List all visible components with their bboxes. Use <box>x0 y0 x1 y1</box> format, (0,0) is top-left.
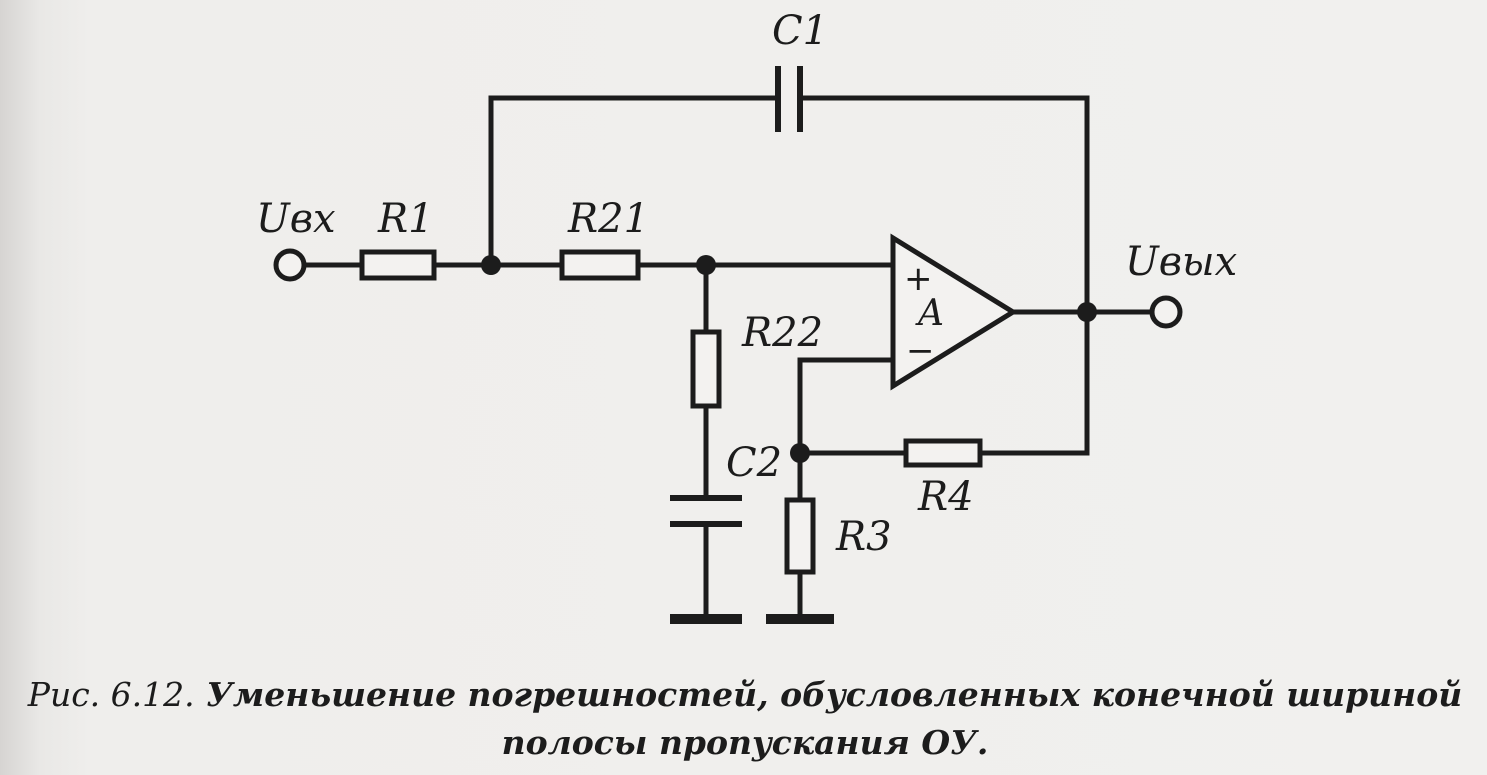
wire-opamp-minus <box>797 357 896 503</box>
figure-caption-text: Уменьшение погрешностей, обусловленных к… <box>206 675 1463 714</box>
label-c2: C2 <box>726 440 782 486</box>
resistor-r21 <box>559 249 641 281</box>
figure-caption-line-2: полосы пропускания ОУ. <box>501 723 989 762</box>
ground-r3 <box>766 614 834 624</box>
figure-caption-line-1: Рис. 6.12. Уменьшение погрешностей, обус… <box>20 678 1470 711</box>
junction-output <box>1077 302 1097 322</box>
junction-node-2 <box>696 255 716 275</box>
opamp-minus-sign: − <box>906 331 935 371</box>
capacitor-c1 <box>775 66 803 132</box>
wire-c1-left <box>488 95 781 268</box>
output-terminal <box>1149 295 1183 329</box>
input-terminal <box>273 248 307 282</box>
junction-node-3 <box>790 443 810 463</box>
label-r4: R4 <box>917 474 974 520</box>
label-uout: Uвых <box>1125 239 1237 285</box>
opamp-label: A <box>915 293 944 334</box>
opamp-triangle <box>890 233 1018 391</box>
wires <box>302 95 1155 621</box>
resistor-r4 <box>903 438 983 468</box>
wire-c1-right-feedback <box>797 95 1090 456</box>
resistor-r1 <box>359 249 437 281</box>
capacitor-c2 <box>670 495 742 527</box>
label-r1: R1 <box>377 196 434 242</box>
opamp-plus-sign: + <box>904 259 933 299</box>
label-c1: C1 <box>772 8 828 54</box>
label-r22: R22 <box>741 310 823 356</box>
resistor-r22 <box>690 329 722 409</box>
label-r21: R21 <box>567 196 649 242</box>
label-r3: R3 <box>835 514 892 560</box>
label-uin: Uвх <box>256 196 336 242</box>
resistor-r3 <box>784 497 816 575</box>
figure-number: Рис. 6.12. <box>27 675 195 714</box>
ground-c2 <box>670 614 742 624</box>
junction-node-1 <box>481 255 501 275</box>
